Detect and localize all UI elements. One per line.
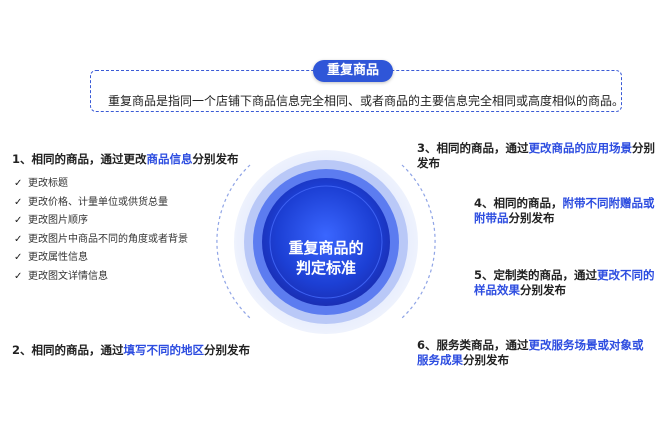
- criterion-3-prefix: 3、相同的商品，通过: [417, 141, 529, 155]
- list-item-label: 更改图文详情信息: [28, 270, 108, 282]
- check-icon: ✓: [14, 270, 23, 282]
- list-item-label: 更改属性信息: [28, 252, 88, 263]
- criterion-6-highlight: 更改服务场景或对象或: [528, 338, 644, 352]
- criterion-3-line2: 发布: [417, 156, 440, 170]
- dashed-arc-right: [401, 164, 436, 319]
- criterion-3: 3、相同的商品，通过更改商品的应用场景分别 发布: [417, 141, 655, 171]
- criterion-4-suffix: 分别发布: [508, 211, 555, 225]
- criterion-5: 5、定制类的商品，通过更改不同的 样品效果分别发布: [474, 268, 655, 298]
- center-label-line1: 重复商品的: [288, 239, 364, 257]
- check-icon: ✓: [14, 215, 23, 226]
- center-label: 重复商品的 判定标准: [276, 238, 376, 278]
- criterion-4-highlight-2: 附带品: [474, 211, 509, 225]
- criterion-1-highlight: 商品信息: [146, 152, 193, 166]
- criterion-2-suffix: 分别发布: [204, 343, 251, 357]
- criterion-1: 1、相同的商品，通过更改商品信息分别发布: [12, 152, 239, 167]
- list-item: ✓ 更改图片中商品不同的角度或者背景: [14, 231, 188, 250]
- circle-ring-line: [269, 185, 383, 299]
- definition-text: 重复商品是指同一个店铺下商品信息完全相同、或者商品的主要信息完全相同或高度相似的…: [108, 94, 625, 108]
- check-icon: ✓: [14, 196, 23, 208]
- list-item: ✓ 更改图文详情信息: [14, 268, 188, 287]
- criterion-6-prefix: 6、服务类商品，通过: [417, 338, 529, 352]
- criterion-1-prefix: 1、相同的商品，通过更改: [12, 152, 147, 166]
- criterion-1-subitems: ✓ 更改标题 ✓ 更改价格、计量单位或供货总量 ✓ 更改图片顺序 ✓ 更改图片中商品不同…: [14, 175, 188, 286]
- check-icon: ✓: [14, 178, 23, 189]
- list-item-label: 更改图片顺序: [28, 215, 88, 226]
- criterion-2-prefix: 2、相同的商品，通过: [12, 343, 124, 357]
- criterion-1-suffix: 分别发布: [192, 152, 239, 166]
- criterion-5-highlight: 更改不同的: [597, 268, 655, 282]
- criterion-6-highlight-2: 服务成果: [417, 353, 463, 367]
- criterion-5-highlight-2: 样品效果: [474, 283, 520, 297]
- center-label-line2: 判定标准: [295, 259, 356, 277]
- criterion-3-highlight: 更改商品的应用场景: [528, 141, 633, 155]
- criterion-6: 6、服务类商品，通过更改服务场景或对象或 服务成果分别发布: [417, 338, 644, 368]
- dashed-arc-left: [216, 164, 251, 319]
- list-item-label: 更改价格、计量单位或供货总量: [28, 196, 168, 208]
- criterion-2-highlight: 填写不同的地区: [123, 343, 205, 357]
- criterion-5-prefix: 5、定制类的商品，通过: [474, 268, 598, 282]
- list-item: ✓ 更改属性信息: [14, 249, 188, 268]
- check-icon: ✓: [14, 233, 23, 245]
- list-item: ✓ 更改标题: [14, 175, 188, 194]
- criterion-2: 2、相同的商品，通过填写不同的地区分别发布: [12, 343, 250, 358]
- circle-core: [262, 178, 390, 306]
- criterion-3-suffix: 分别: [632, 141, 656, 155]
- list-item-label: 更改图片中商品不同的角度或者背景: [28, 233, 188, 245]
- criterion-5-suffix: 分别发布: [520, 283, 566, 297]
- list-item: ✓ 更改图片顺序: [14, 212, 188, 231]
- criterion-4-prefix: 4、相同的商品，: [474, 196, 563, 210]
- check-icon: ✓: [14, 252, 23, 263]
- criterion-4: 4、相同的商品，附带不同附赠品或 附带品分别发布: [474, 196, 655, 226]
- list-item: ✓ 更改价格、计量单位或供货总量: [14, 194, 188, 213]
- criterion-4-highlight: 附带不同附赠品或: [562, 196, 655, 210]
- list-item-label: 更改标题: [28, 178, 68, 189]
- page-title: 重复商品: [313, 60, 393, 82]
- criterion-6-suffix: 分别发布: [463, 353, 509, 367]
